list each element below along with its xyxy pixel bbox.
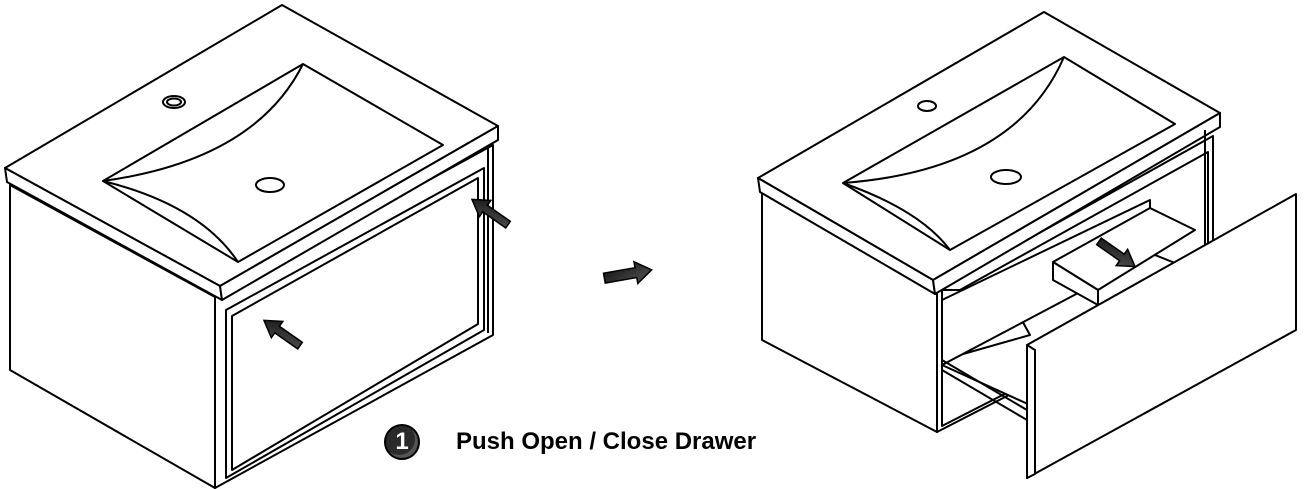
numbered-circle-icon: 1 [384, 424, 420, 460]
drain-hole [255, 177, 285, 193]
closed-vanity-illustration [4, 4, 499, 489]
step-number: 1 [395, 428, 409, 455]
transition-arrow-icon [602, 260, 653, 285]
faucet-hole-inner [166, 97, 182, 107]
drawer-slide-line [941, 359, 1028, 411]
drawer-slide-line-2 [941, 369, 1028, 421]
basin-bowl-curve [102, 63, 304, 182]
drawer-front-inner [231, 177, 479, 471]
push-arrow-upper [470, 198, 512, 229]
open-vanity-illustration [757, 11, 1297, 479]
drawer-front-panel-edge [1026, 344, 1036, 479]
pull-arrow-icon [1095, 237, 1137, 268]
drain-hole [990, 169, 1022, 185]
basin-bowl-lower-curve [842, 182, 951, 251]
basin-rim [842, 56, 1176, 251]
faucet-hole [917, 100, 937, 112]
basin-bowl-curve [842, 56, 1065, 184]
countertop-front-edge [932, 112, 1221, 295]
basin-bowl-lower-curve [102, 180, 239, 263]
caption-text: Push Open / Close Drawer [456, 428, 757, 455]
step-caption: 1 Push Open / Close Drawer [384, 424, 756, 460]
push-arrow-lower [262, 319, 304, 350]
basin-rim [102, 63, 444, 263]
countertop-front-edge [219, 125, 499, 301]
